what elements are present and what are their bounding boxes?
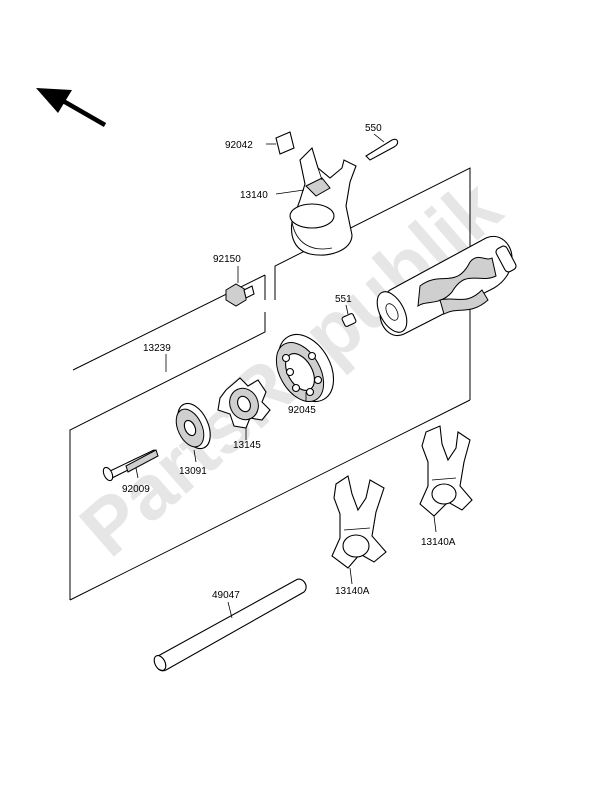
label-13140A-right: 13140A: [421, 537, 456, 548]
bolt-92150: [225, 266, 255, 307]
label-551: 551: [335, 294, 352, 305]
label-92045: 92045: [288, 405, 316, 416]
label-92042: 92042: [225, 140, 253, 151]
label-13145: 13145: [233, 440, 261, 451]
shift-drum: [376, 236, 517, 336]
label-13140: 13140: [240, 190, 268, 201]
label-49047: 49047: [212, 590, 240, 601]
pin-551: [341, 304, 357, 327]
shaft-49047: [153, 578, 307, 672]
label-92150: 92150: [213, 254, 241, 265]
leader-13140: [275, 189, 305, 195]
label-13091: 13091: [179, 466, 207, 477]
label-92009: 92009: [122, 484, 150, 495]
label-13140A-left: 13140A: [335, 586, 370, 597]
shift-fork-13140: [289, 146, 357, 256]
bolt-92009: [102, 449, 159, 482]
pin-92042: [266, 131, 295, 155]
shift-fork-13140A-right: [419, 425, 473, 533]
label-13239: 13239: [143, 343, 171, 354]
label-550: 550: [365, 123, 382, 134]
front-direction-arrow-icon: [36, 88, 107, 127]
bearing-92045: [275, 334, 335, 402]
cotter-pin-550: [365, 133, 399, 161]
shift-fork-13140A-left: [331, 475, 387, 585]
washer-13091: [175, 402, 211, 463]
shift-cam-13145: [217, 377, 271, 440]
